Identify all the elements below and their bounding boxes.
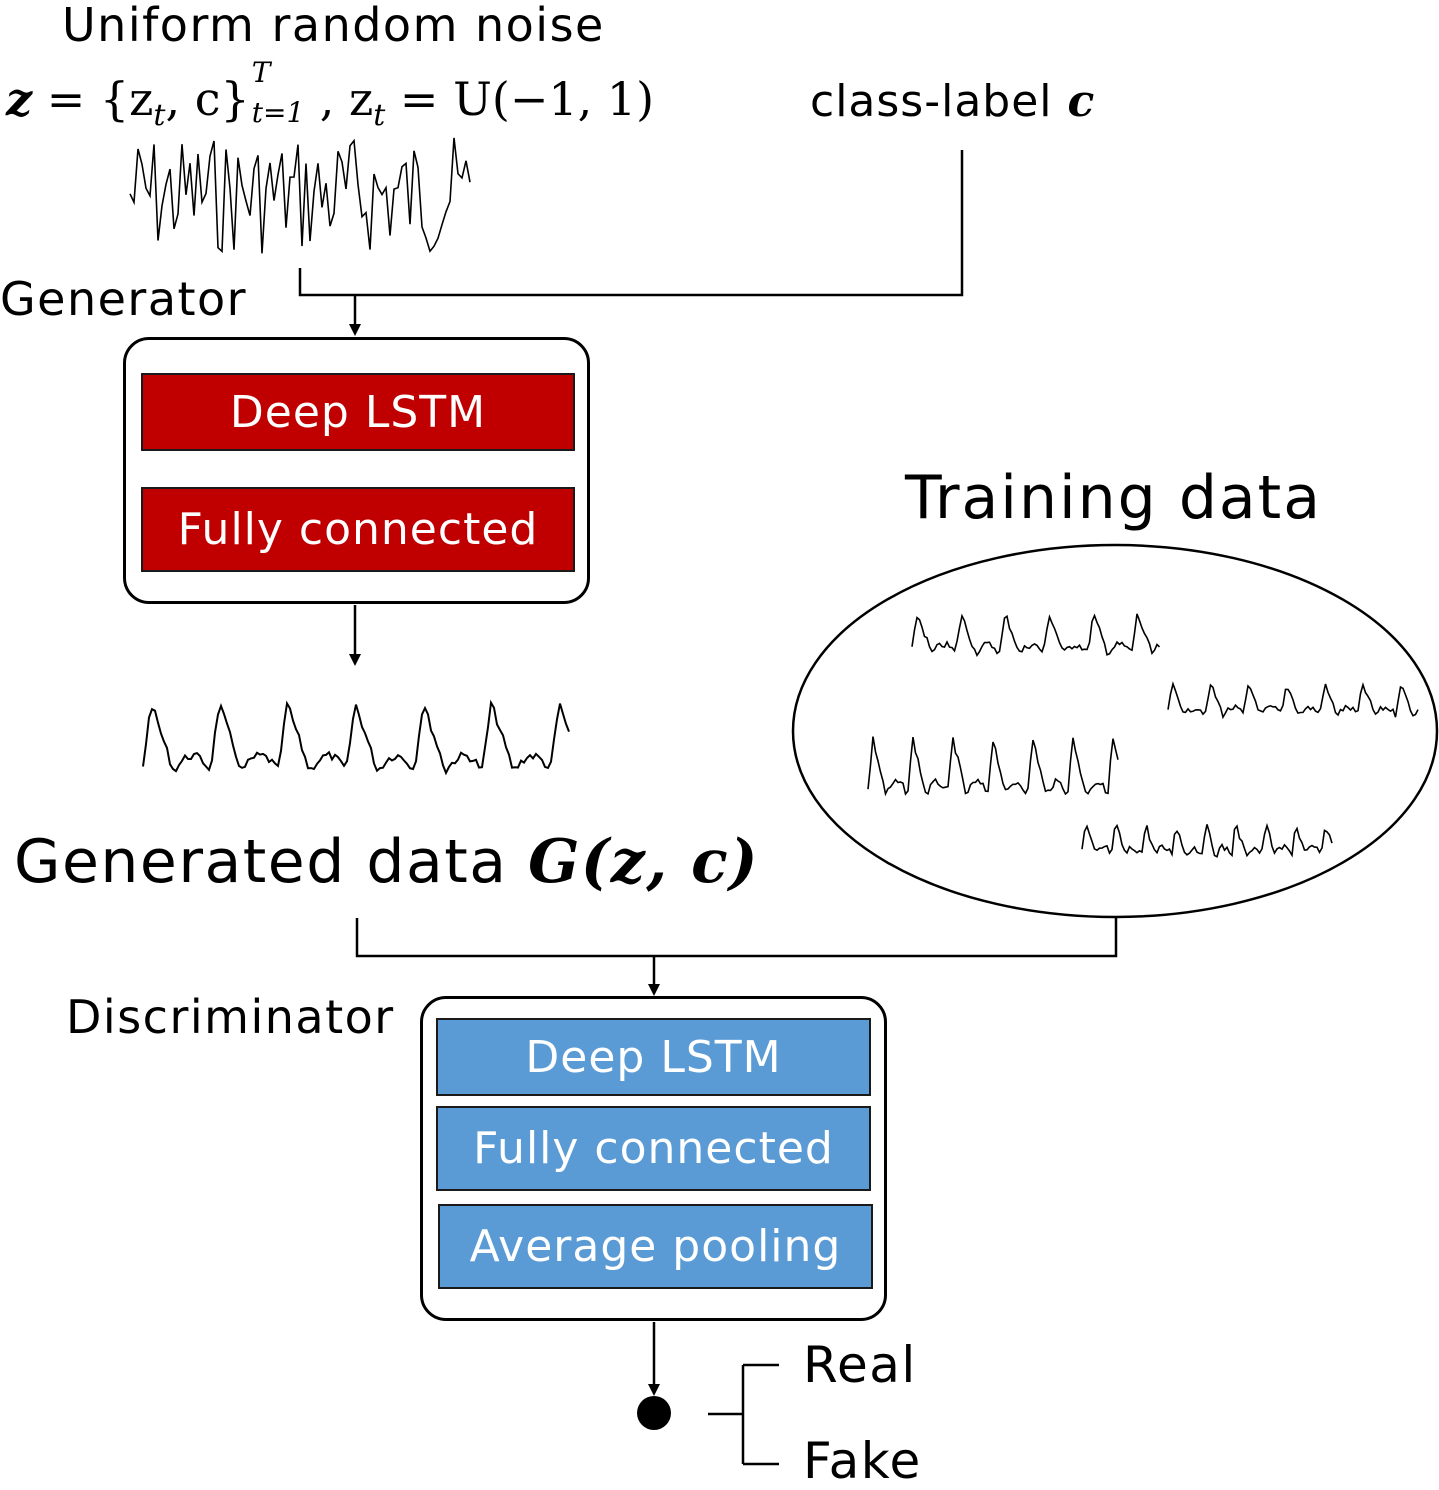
formula-sub-t: t — [153, 98, 166, 134]
class-label-symbol: c — [1067, 76, 1096, 127]
training-data-label: Training data — [905, 463, 1322, 533]
output-fake: Fake — [803, 1432, 922, 1490]
formula-part-c: , c} — [165, 72, 250, 126]
formula-sub-t2: t — [373, 98, 386, 134]
output-real: Real — [803, 1336, 917, 1394]
class-label: class-label c — [810, 80, 1095, 124]
generator-label: Generator — [0, 272, 248, 326]
generated-data-formula: G(z, c) — [528, 827, 760, 897]
discriminator-layer-average-pooling: Average pooling — [438, 1204, 873, 1289]
formula-part: = {z — [32, 72, 154, 126]
generator-layer-deep-lstm: Deep LSTM — [141, 373, 575, 451]
formula-part-zt: , z — [319, 72, 374, 126]
discriminator-label: Discriminator — [66, 990, 395, 1044]
formula-z: z — [6, 72, 33, 126]
real-fake-bracket — [708, 1363, 779, 1466]
generated-data-text: Generated data — [14, 827, 529, 897]
discriminator-layer-deep-lstm: Deep LSTM — [436, 1018, 871, 1096]
formula-part-u: = U(−1, 1) — [385, 72, 655, 126]
formula-sub-range: t=1 — [251, 96, 305, 129]
class-label-text: class-label — [810, 76, 1068, 127]
noise-signal — [129, 137, 471, 254]
noise-connector-line — [298, 150, 964, 297]
training-sample-1 — [911, 613, 1161, 657]
generated-data-label: Generated data G(z, c) — [14, 832, 759, 892]
output-node — [637, 1396, 671, 1430]
training-sample-2 — [1167, 681, 1419, 720]
noise-title: Uniform random noise — [62, 0, 605, 52]
training-data-ellipse — [791, 543, 1439, 919]
discriminator-layer-fully-connected: Fully connected — [436, 1106, 871, 1191]
generator-layer-fully-connected: Fully connected — [141, 487, 575, 572]
discriminator-connector-line — [355, 918, 1118, 958]
training-sample-4 — [1081, 822, 1333, 858]
formula-sup-T: T — [251, 56, 271, 89]
training-sample-3 — [867, 736, 1119, 797]
generated-signal — [142, 699, 570, 776]
